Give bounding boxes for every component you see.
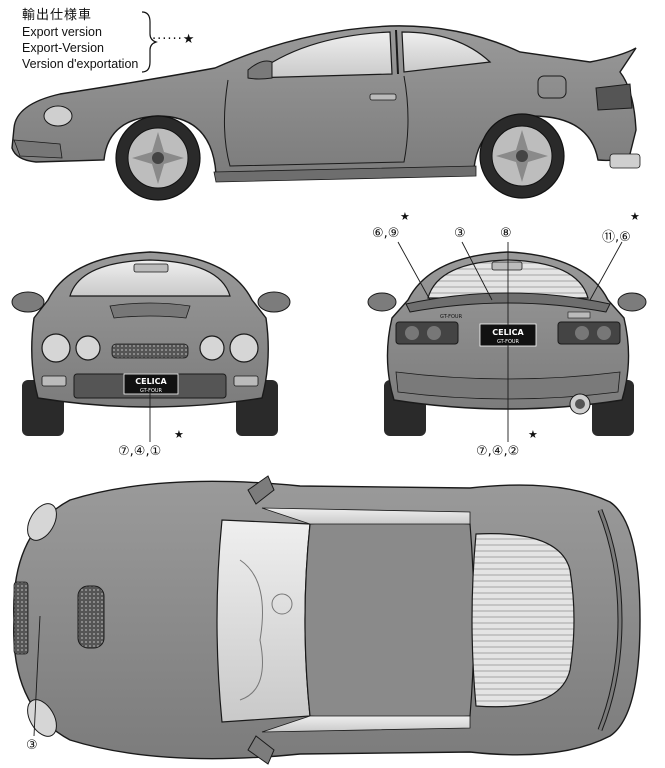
version-legend: 輸出仕様車 Export version Export-Version Vers… bbox=[22, 8, 138, 72]
side-front-wheel bbox=[115, 115, 201, 201]
front-plate bbox=[123, 373, 179, 395]
callout-rear-right-star: ★ bbox=[630, 210, 640, 223]
top-view bbox=[13, 475, 641, 765]
callout-rear-left-star: ★ bbox=[400, 210, 410, 223]
legend-marker: ······★ bbox=[152, 32, 196, 47]
rear-plate-line2: GT-FOUR bbox=[497, 339, 520, 345]
callout-rear-left: ⑥,⑨ bbox=[372, 226, 400, 241]
front-plate-line2: GT-FOUR bbox=[140, 388, 163, 394]
legend-german: Export-Version bbox=[22, 41, 104, 55]
legend-english: Export version bbox=[22, 25, 102, 39]
callout-front-bottom: ⑦,④,① bbox=[118, 444, 162, 459]
callout-rear-mid1: ③ bbox=[454, 226, 466, 241]
front-windshield bbox=[69, 259, 231, 297]
rear-view: GT-FOUR CELICA GT-FOUR bbox=[367, 251, 647, 436]
legend-japanese: 輸出仕様車 bbox=[22, 8, 93, 23]
rear-plate-line1: CELICA bbox=[492, 328, 524, 337]
callout-rear-right: ⑪,⑥ bbox=[602, 230, 631, 245]
callout-front-bottom-star: ★ bbox=[174, 428, 184, 441]
top-rear-window bbox=[471, 533, 575, 708]
side-view bbox=[11, 25, 641, 201]
front-view: CELICA GT-FOUR bbox=[11, 251, 291, 436]
callout-rear-bottom: ⑦,④,② bbox=[476, 444, 520, 459]
leader-lines bbox=[33, 241, 623, 737]
callout-top-left: ③ bbox=[26, 738, 38, 753]
callout-rear-bottom-star: ★ bbox=[528, 428, 538, 441]
top-roof bbox=[304, 518, 475, 722]
callout-rear-mid2: ⑧ bbox=[500, 226, 512, 241]
legend-french: Version d'exportation bbox=[22, 57, 139, 71]
side-rear-wheel bbox=[479, 113, 565, 199]
front-plate-line1: CELICA bbox=[135, 377, 167, 386]
rear-badge: GT-FOUR bbox=[440, 314, 463, 320]
side-window-rear bbox=[401, 31, 492, 73]
legend-brace bbox=[141, 11, 158, 73]
top-windshield bbox=[216, 519, 311, 723]
